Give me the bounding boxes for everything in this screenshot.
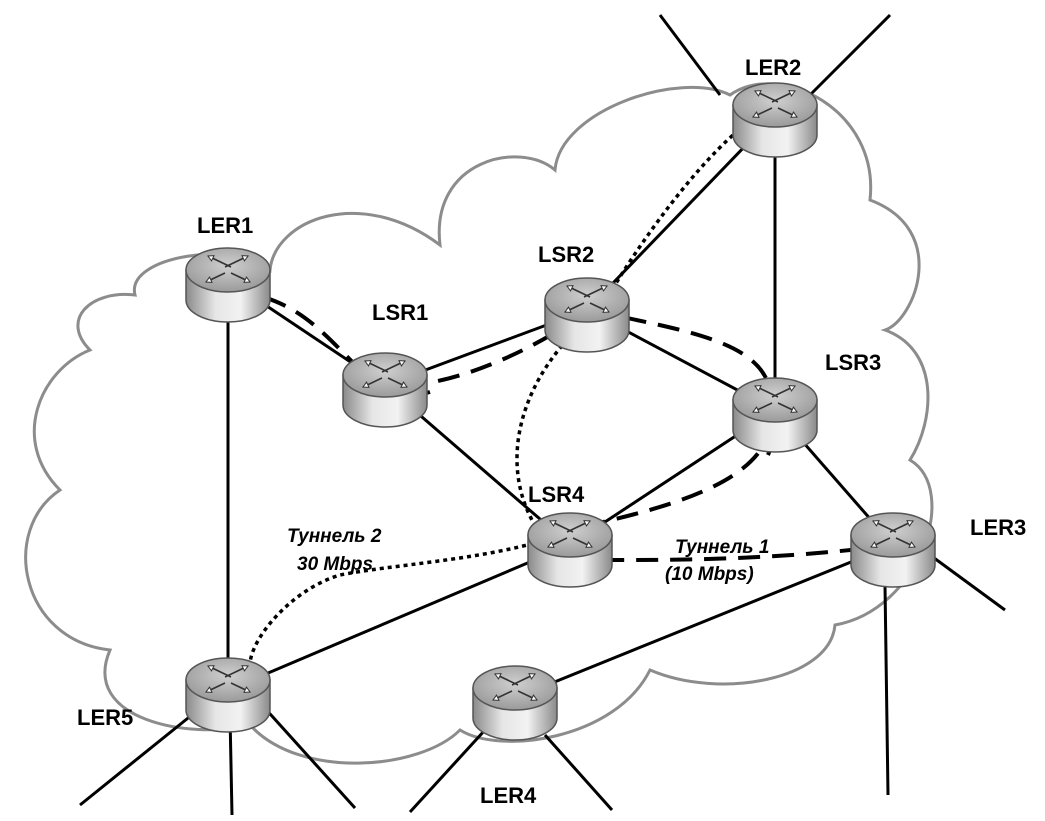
router-arrows-icon (752, 90, 798, 118)
router-lsr3 (732, 377, 818, 453)
router-lsr2 (544, 277, 630, 353)
external-line (79, 708, 199, 807)
link-lsr4-ler5 (227, 543, 571, 692)
link-ler3-ler4 (514, 543, 894, 700)
tunnel1-label-line2: (10 Mbps) (665, 564, 754, 585)
router-lsr4 (527, 512, 613, 588)
label-lsr1: LSR1 (372, 300, 428, 325)
external-line (408, 728, 487, 814)
router-ler4 (472, 665, 558, 741)
external-line (929, 553, 1006, 612)
router-arrows-icon (547, 520, 593, 548)
tunnel2-path (248, 123, 747, 666)
external-line (808, 13, 892, 97)
label-ler4: LER4 (480, 783, 537, 808)
router-arrows-icon (205, 665, 251, 693)
external-links (79, 13, 1006, 816)
label-ler2: LER2 (745, 55, 801, 80)
router-arrows-icon (870, 520, 916, 548)
router-arrows-icon (492, 673, 538, 701)
tunnel2-label-line1: Туннель 2 (287, 526, 382, 547)
router-arrows-icon (752, 385, 798, 413)
external-line (543, 734, 614, 811)
tunnel1-label-line1: Туннель 1 (675, 537, 769, 558)
tunnel2-label-line2: 30 Mbps (297, 554, 373, 575)
router-arrows-icon (564, 285, 610, 313)
external-line (883, 584, 890, 796)
external-line (260, 703, 357, 810)
label-lsr2: LSR2 (538, 242, 594, 267)
router-ler3 (850, 512, 936, 588)
router-arrows-icon (205, 255, 251, 283)
router-arrows-icon (362, 360, 408, 388)
label-ler1: LER1 (197, 213, 253, 238)
label-ler3: LER3 (970, 515, 1026, 540)
router-ler1 (185, 247, 271, 323)
routers (185, 82, 936, 741)
label-lsr4: LSR4 (528, 482, 585, 507)
label-lsr3: LSR3 (825, 350, 881, 375)
labels: LER1 LER2 LER3 LER4 LER5 LSR1 LSR2 LSR3 … (77, 55, 1026, 808)
label-ler5: LER5 (77, 705, 133, 730)
router-ler2 (732, 82, 818, 158)
router-ler5 (185, 657, 271, 733)
router-lsr1 (342, 352, 428, 428)
external-line (658, 14, 722, 96)
